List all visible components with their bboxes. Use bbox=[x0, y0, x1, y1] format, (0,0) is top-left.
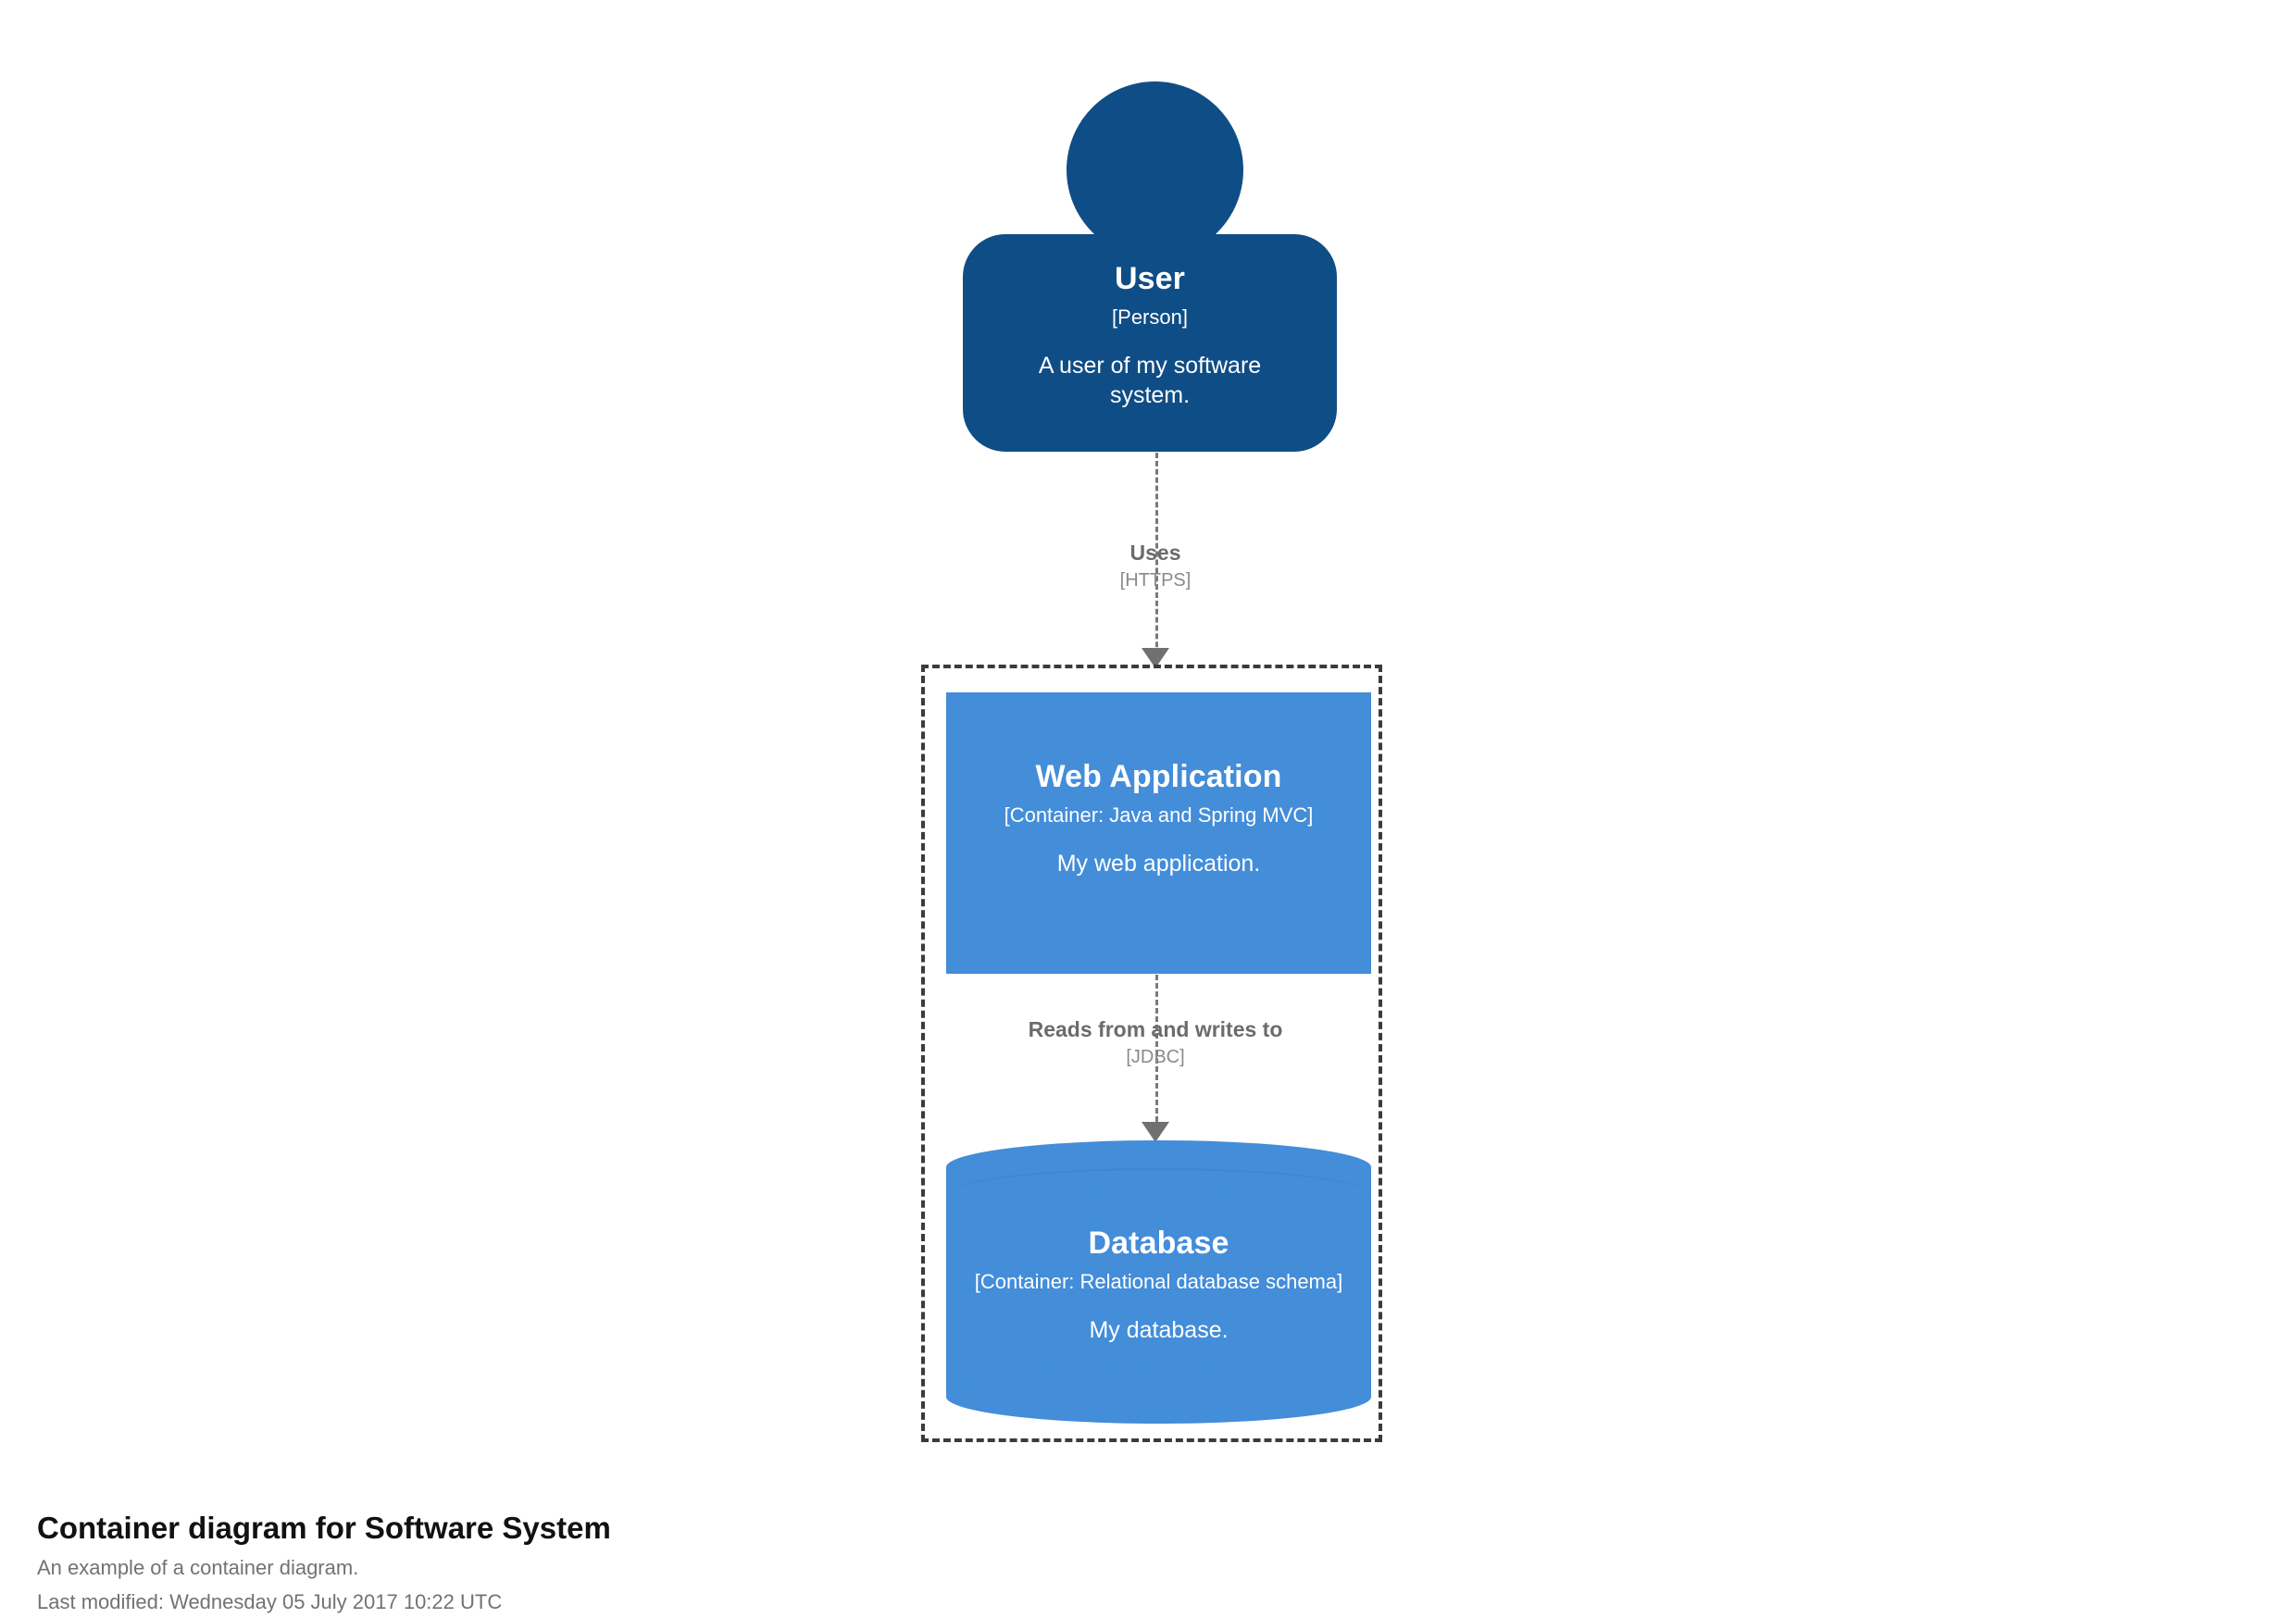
diagram-last-modified: Last modified: Wednesday 05 July 2017 10… bbox=[37, 1589, 503, 1613]
person-user-name: User bbox=[1114, 261, 1185, 296]
system-boundary bbox=[921, 665, 1382, 1442]
person-body-shape bbox=[963, 234, 1337, 452]
container-database[interactable]: Database [Container: Relational database… bbox=[946, 1140, 1371, 1424]
container-database-text: Database [Container: Relational database… bbox=[946, 1167, 1371, 1397]
container-web-application[interactable]: Web Application [Container: Java and Spr… bbox=[946, 692, 1371, 974]
cylinder-rim-line bbox=[947, 1168, 1370, 1222]
diagram-subtitle: An example of a container diagram. bbox=[37, 1555, 359, 1579]
relationship-reads-writes-description: Reads from and writes to bbox=[1028, 1017, 1283, 1041]
diagram-title: Container diagram for Software System bbox=[37, 1511, 611, 1545]
relationship-line-uses bbox=[1155, 453, 1158, 664]
person-user[interactable]: User [Person] A user of my software syst… bbox=[963, 81, 1337, 452]
person-head-shape bbox=[1067, 81, 1243, 258]
cylinder-bottom-shape bbox=[946, 1370, 1371, 1424]
relationship-label-uses: Uses [HTTPS] bbox=[970, 540, 1341, 591]
container-database-name: Database bbox=[1088, 1226, 1229, 1261]
container-web-application-tech: [Container: Java and Spring MVC] bbox=[1004, 803, 1314, 828]
relationship-line-reads-writes bbox=[1155, 975, 1158, 1130]
container-web-application-description: My web application. bbox=[1056, 850, 1261, 877]
relationship-reads-writes-tech: [JDBC] bbox=[1126, 1047, 1185, 1068]
container-database-description: My database. bbox=[1089, 1316, 1229, 1343]
person-user-description: A user of my software system. bbox=[1038, 352, 1262, 408]
relationship-uses-description: Uses bbox=[1129, 541, 1181, 565]
relationship-arrowhead-reads-writes bbox=[1142, 1122, 1169, 1142]
person-user-tech: [Person] bbox=[1112, 305, 1188, 330]
relationship-arrowhead-uses bbox=[1142, 648, 1169, 668]
container-database-tech: [Container: Relational database schema] bbox=[974, 1270, 1343, 1294]
diagram-caption: Container diagram for Software System An… bbox=[37, 1509, 1333, 1617]
container-web-application-name: Web Application bbox=[1035, 759, 1282, 794]
relationship-uses-tech: [HTTPS] bbox=[1119, 570, 1192, 591]
person-user-text: User [Person] A user of my software syst… bbox=[963, 234, 1337, 452]
relationship-label-reads-writes: Reads from and writes to [JDBC] bbox=[989, 1016, 1322, 1068]
